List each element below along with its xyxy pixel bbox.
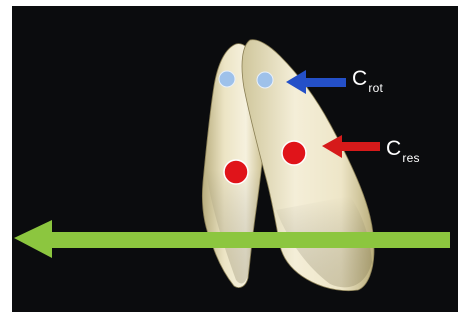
c-res-label-main: C: [386, 137, 401, 160]
c-rot-marker-right: [257, 72, 273, 88]
c-res-label: Cres: [386, 138, 420, 159]
c-res-marker-left: [224, 160, 248, 184]
c-res-label-sub: res: [402, 151, 419, 165]
c-rot-label-sub: rot: [368, 81, 383, 95]
c-rot-label-main: C: [352, 67, 367, 90]
c-rot-label: Crot: [352, 68, 383, 89]
c-res-marker-right: [282, 141, 306, 165]
c-rot-marker-left: [219, 71, 235, 87]
